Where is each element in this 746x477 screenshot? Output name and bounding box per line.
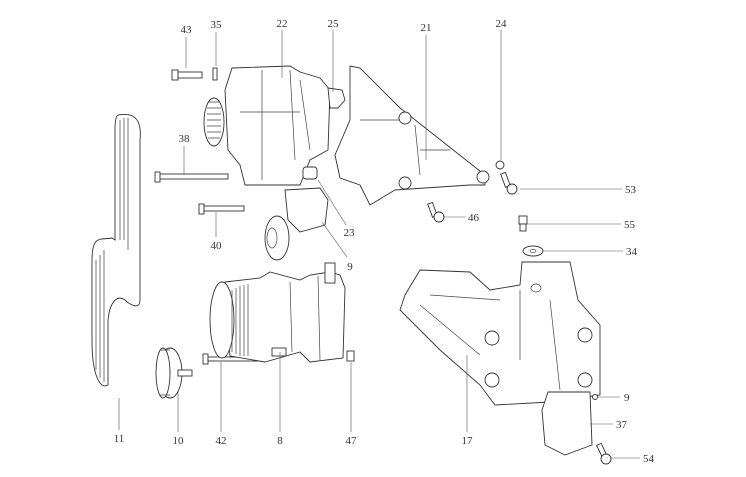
callout-25: 25	[328, 18, 340, 30]
callout-17: 17	[462, 435, 474, 447]
bracket-plate	[541, 391, 598, 456]
callout-46: 46	[468, 212, 480, 224]
stud-55	[518, 215, 528, 232]
callout-24: 24	[496, 18, 508, 30]
tensioner	[264, 187, 329, 261]
callout-22: 22	[277, 18, 288, 30]
callout-11: 11	[114, 433, 125, 445]
callout-34: 34	[626, 246, 638, 258]
callout-9-pin: 9	[624, 392, 630, 404]
callout-35: 35	[211, 19, 223, 31]
ac-compressor	[209, 262, 346, 363]
callout-43: 43	[181, 24, 193, 36]
callout-54: 54	[643, 453, 655, 465]
callout-23: 23	[344, 227, 356, 239]
alternator-bracket	[334, 65, 490, 206]
pin-35	[212, 67, 218, 81]
nut-47	[346, 350, 355, 362]
callout-37: 37	[616, 419, 628, 431]
idler-pulley	[155, 347, 193, 399]
callout-9-tensioner: 9	[347, 261, 353, 273]
long-bolt-38	[154, 171, 229, 183]
bolt-40	[198, 203, 245, 215]
bolt-46	[427, 201, 445, 223]
callout-42: 42	[216, 435, 227, 447]
bushing-24	[495, 160, 505, 170]
callout-55: 55	[624, 219, 636, 231]
callout-53: 53	[625, 184, 637, 196]
bolt-43	[171, 69, 203, 81]
compressor-bracket	[399, 261, 601, 406]
callout-40: 40	[211, 240, 223, 252]
callout-47: 47	[346, 435, 358, 447]
callout-38: 38	[179, 133, 191, 145]
washer-34	[522, 245, 544, 257]
spacer	[302, 166, 318, 180]
drive-belt	[91, 113, 141, 387]
callout-21: 21	[421, 22, 432, 34]
callout-8: 8	[277, 435, 283, 447]
leader-lines	[118, 30, 640, 459]
callout-labels: 43 35 22 25 21 24 38 53 46 55 40 23 9 34…	[114, 18, 655, 465]
bolt-54	[596, 442, 612, 465]
alternator	[203, 65, 346, 186]
bolt-53	[500, 171, 518, 195]
callout-10: 10	[173, 435, 185, 447]
